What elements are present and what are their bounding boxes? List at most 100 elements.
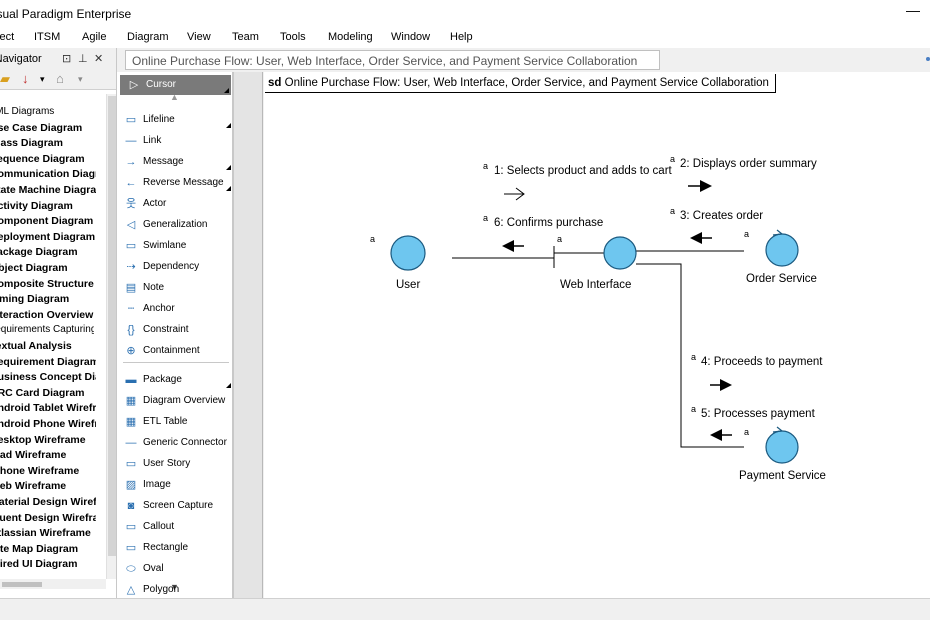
message-1-label: 1: Selects product and adds to cart (494, 165, 672, 177)
diagram-graphics (390, 180, 799, 464)
tree-item[interactable]: State Machine Diagram (0, 184, 96, 196)
palette-callout[interactable]: ▭Callout (117, 517, 232, 537)
menu-itsm[interactable]: ITSM (34, 31, 61, 43)
pin-icon[interactable]: ⊥ (78, 53, 88, 65)
tree-item[interactable]: Business Concept Diagram (0, 371, 96, 384)
menu-window[interactable]: Window (391, 31, 431, 43)
frame-keyword: sd (268, 77, 282, 89)
diagram-canvas[interactable]: sd Online Purchase Flow: User, Web Inter… (264, 72, 930, 598)
menu-agile[interactable]: Agile (82, 31, 107, 43)
tree-item[interactable]: Requirement Diagram (0, 355, 96, 368)
menu-view[interactable]: View (187, 31, 211, 43)
tree-item[interactable]: Component Diagram (0, 215, 94, 228)
tree-item[interactable]: Site Map Diagram (0, 542, 79, 555)
palette-anchor[interactable]: ┄Anchor (117, 299, 232, 319)
tree-item[interactable]: Material Design Wireframe (0, 496, 96, 508)
minimize-button[interactable]: — (906, 2, 920, 18)
tree-item[interactable]: Sequence Diagram (0, 152, 85, 165)
tree-item[interactable]: Activity Diagram (0, 199, 73, 212)
palette-user-story[interactable]: ▭User Story (117, 454, 232, 474)
breadcrumb-bar: Online Purchase Flow: User, Web Interfac… (117, 48, 930, 72)
tree-item[interactable]: Wired UI Diagram (0, 558, 78, 571)
navigator-scrollbar[interactable] (106, 94, 116, 579)
palette-message[interactable]: →Message (117, 152, 232, 172)
tree-item[interactable]: iPhone Wireframe (0, 464, 80, 477)
palette-screen-capture[interactable]: ◙Screen Capture (117, 496, 232, 516)
tree-item[interactable]: Deployment Diagram (0, 230, 96, 243)
palette-item-label: Containment (143, 345, 200, 356)
oval-icon: ⬭ (126, 563, 136, 575)
palette-containment[interactable]: ⊕Containment (117, 341, 232, 361)
palette-dependency[interactable]: ⇢Dependency (117, 257, 232, 277)
palette-package[interactable]: ▬Package (117, 370, 232, 390)
message-marker: a (691, 352, 697, 362)
scroll-down-icon[interactable]: ▼ (170, 582, 179, 592)
palette-swimlane[interactable]: ▭Swimlane (117, 236, 232, 256)
home-icon[interactable]: ⌂ (56, 71, 64, 86)
menu-modeling[interactable]: Modeling (328, 31, 373, 43)
tree-item[interactable]: Class Diagram (0, 137, 63, 150)
palette-constraint[interactable]: {}Constraint (117, 320, 232, 340)
tree-item[interactable]: Desktop Wireframe (0, 433, 86, 446)
palette-generalization[interactable]: ◁Generalization (117, 215, 232, 235)
tree-item[interactable]: Interaction Overview Diagram (0, 308, 96, 321)
dropdown-icon[interactable]: ▾ (78, 74, 83, 84)
tree-item[interactable]: iPad Wireframe (0, 449, 67, 462)
tree-item[interactable]: Textual Analysis (0, 340, 72, 352)
scrollbar-thumb[interactable] (2, 582, 42, 587)
message-6-label: 6: Confirms purchase (494, 217, 604, 229)
dropdown-icon[interactable]: ▾ (40, 74, 45, 84)
tree-item[interactable]: Object Diagram (0, 262, 68, 274)
navigator-header: Diagram Navigator ⊡ ⊥ ✕ (0, 48, 116, 68)
tree-item[interactable]: Atlassian Wireframe (0, 527, 91, 540)
close-icon[interactable]: ✕ (94, 53, 104, 65)
sort-icon[interactable]: ↓ (22, 71, 29, 86)
navigator-horizontal-scrollbar[interactable] (0, 579, 106, 589)
palette-note[interactable]: ▤Note (117, 278, 232, 298)
cursor-icon: ▷ (129, 79, 139, 91)
palette-generic-connector[interactable]: —Generic Connector (117, 433, 232, 453)
tree-item[interactable]: Android Phone Wireframe (0, 418, 96, 430)
menu-help[interactable]: Help (450, 31, 473, 43)
tree-item[interactable]: Fluent Design Wireframe (0, 511, 96, 524)
palette-item-label: Rectangle (143, 542, 189, 553)
tree-item[interactable]: CRC Card Diagram (0, 386, 85, 399)
order-service-label: Order Service (746, 273, 817, 285)
palette-etl-table[interactable]: ▦ETL Table (117, 412, 232, 432)
tree-item[interactable]: Composite Structure Diagram (0, 277, 96, 290)
palette-item-label: Reverse Message (143, 177, 224, 188)
tree-item[interactable]: Use Case Diagram (0, 121, 83, 134)
palette-splitter[interactable] (233, 72, 263, 598)
breadcrumb[interactable]: Online Purchase Flow: User, Web Interfac… (125, 50, 661, 70)
palette-image[interactable]: ▨Image (117, 475, 232, 495)
tree-category[interactable]: UML Diagrams (0, 106, 55, 117)
palette-oval[interactable]: ⬭Oval (117, 559, 232, 579)
palette-diagram-overview[interactable]: ▦Diagram Overview (117, 391, 232, 411)
message-6-arrowhead (502, 240, 514, 252)
palette-reverse-message[interactable]: ←Reverse Message (117, 173, 232, 193)
palette-item-label: Lifeline (143, 114, 175, 125)
menu-team[interactable]: Team (232, 31, 259, 43)
palette-lifeline[interactable]: ▭Lifeline (117, 110, 232, 130)
message-marker: a (483, 161, 489, 171)
restore-icon[interactable]: ⊡ (62, 53, 72, 65)
open-folder-icon[interactable]: ▰ (0, 71, 10, 86)
tree-item[interactable]: Package Diagram (0, 246, 78, 259)
menu-tools[interactable]: Tools (280, 31, 306, 43)
palette-item-label: Generalization (143, 219, 208, 230)
tree-item[interactable]: Communication Diagram (0, 168, 96, 181)
anchor-icon: ┄ (127, 303, 135, 315)
scrollbar-thumb[interactable] (108, 96, 116, 556)
menu-project[interactable]: Project (0, 31, 15, 43)
tree-category[interactable]: Requirements Capturing (0, 324, 94, 336)
tree-item[interactable]: Timing Diagram (0, 293, 70, 306)
palette-cursor[interactable]: ▷Cursor (120, 75, 231, 95)
palette-rectangle[interactable]: ▭Rectangle (117, 538, 232, 558)
tree-item[interactable]: Android Tablet Wireframe (0, 402, 96, 415)
menu-diagram[interactable]: Diagram (127, 31, 169, 43)
scroll-up-icon[interactable]: ▲ (170, 92, 179, 102)
tree-item[interactable]: Web Wireframe (0, 480, 67, 493)
palette-link[interactable]: —Link (117, 131, 232, 151)
palette-polygon[interactable]: △Polygon (117, 580, 232, 598)
